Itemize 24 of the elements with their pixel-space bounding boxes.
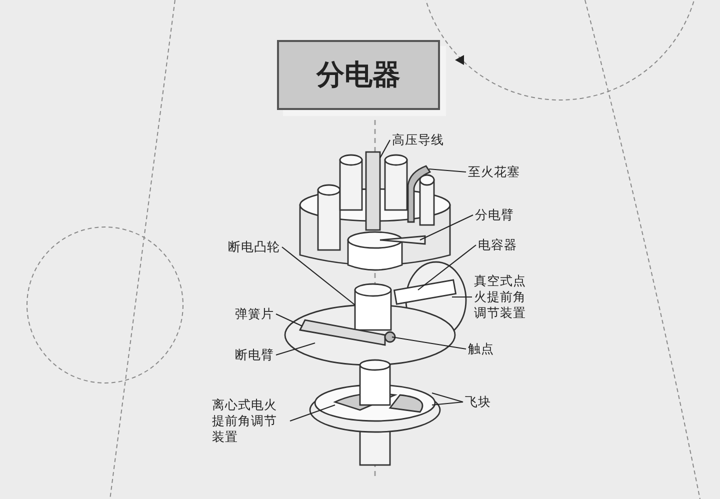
leader-line bbox=[452, 296, 472, 298]
leader-line bbox=[276, 314, 302, 326]
callout-label: 弹簧片 bbox=[235, 306, 274, 322]
leader-line bbox=[432, 401, 464, 406]
leader-line bbox=[276, 342, 316, 356]
leader-line bbox=[282, 246, 356, 306]
callout-label: 飞块 bbox=[465, 394, 491, 410]
leader-line bbox=[392, 336, 466, 350]
callout-label: 离心式电火提前角调节装置 bbox=[212, 397, 288, 445]
callout-label: 高压导线 bbox=[392, 132, 444, 148]
callout-label: 电容器 bbox=[478, 237, 517, 253]
callout-label: 断电臂 bbox=[235, 347, 274, 363]
callout-label: 分电臂 bbox=[475, 207, 514, 223]
leader-line bbox=[420, 214, 474, 240]
leader-line bbox=[418, 244, 476, 290]
title-banner: 分电器 bbox=[277, 40, 440, 110]
leader-line bbox=[290, 404, 336, 422]
leader-line bbox=[380, 140, 390, 158]
leader-line bbox=[432, 392, 464, 403]
leader-line bbox=[428, 168, 466, 173]
callout-label: 断电凸轮 bbox=[228, 239, 280, 255]
callout-label: 真空式点火提前角调节装置 bbox=[474, 273, 532, 321]
callout-label: 至火花塞 bbox=[468, 164, 520, 180]
callout-label: 触点 bbox=[468, 341, 494, 357]
